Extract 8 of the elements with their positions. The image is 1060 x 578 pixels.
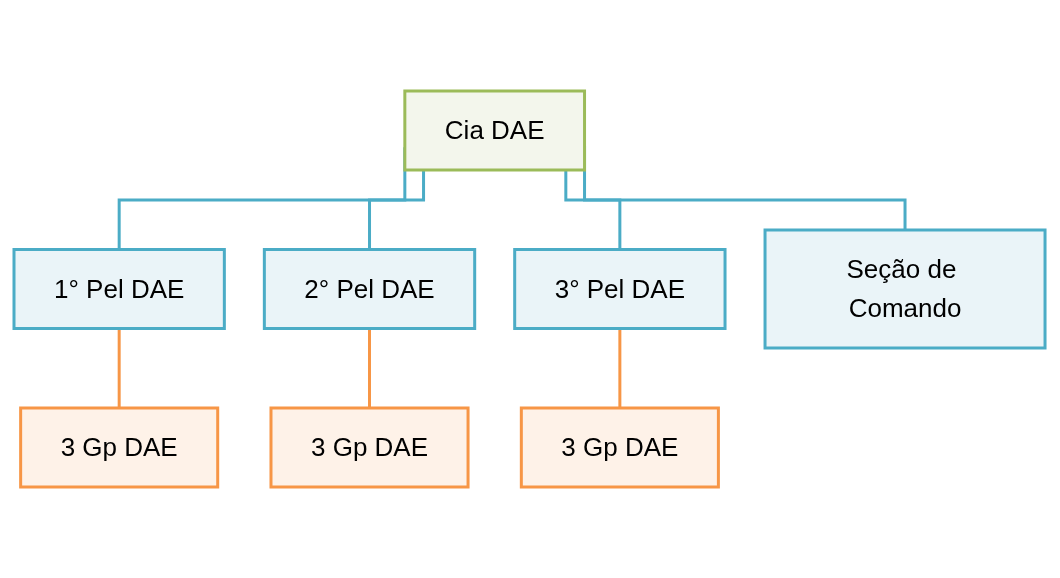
node-box: 3° Pel DAE [513,248,727,330]
node-box: Cia DAE [403,89,587,172]
node-box: 1° Pel DAE [13,248,227,330]
node-box: Seção de Comando [764,228,1047,350]
node-box: 3 Gp DAE [520,406,721,489]
node-box: 2° Pel DAE [263,248,477,330]
node-box: 3 Gp DAE [19,406,220,489]
node-box: 3 Gp DAE [269,406,471,489]
